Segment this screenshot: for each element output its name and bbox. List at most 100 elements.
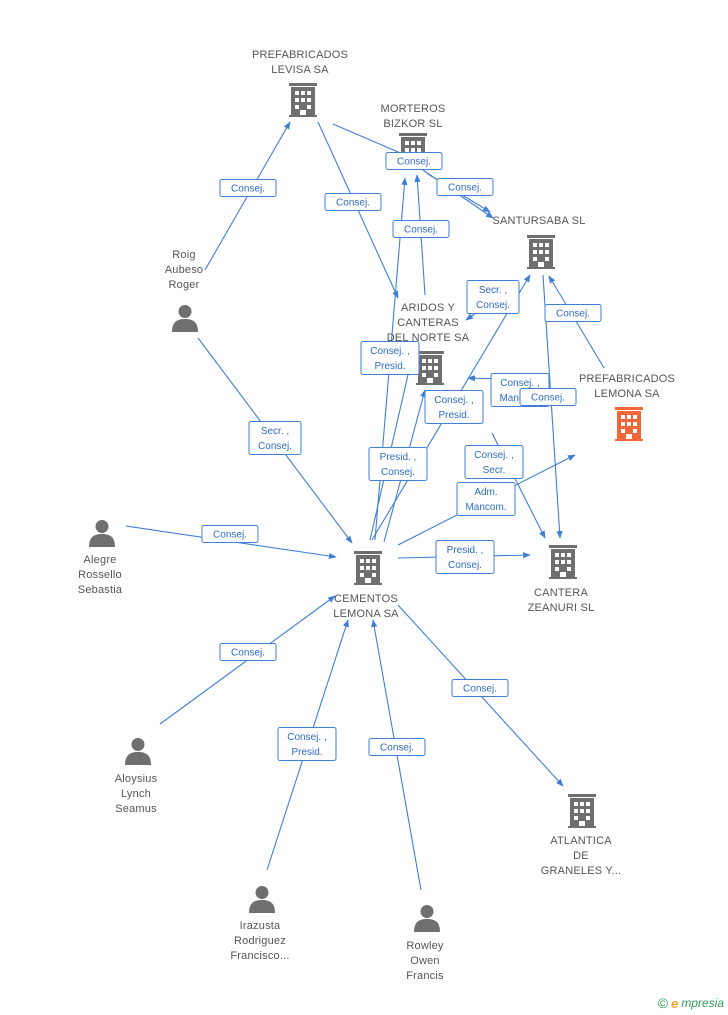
node-cementos-lemona[interactable]: CEMENTOS LEMONA SA xyxy=(333,551,399,620)
edge-label-text: Consej. xyxy=(231,184,265,195)
edge-label-text: Consej. xyxy=(258,441,292,452)
edge-label-e12[interactable]: Presid. , Consej. xyxy=(368,447,428,481)
person-icon xyxy=(125,738,151,765)
edge-label-e4[interactable]: Consej. xyxy=(436,178,494,196)
node-label-line: Aloysius xyxy=(115,773,158,785)
copyright-symbol: © xyxy=(657,995,669,1011)
edge-label-text: Presid. , xyxy=(380,452,417,463)
edge-label-e1[interactable]: Consej. xyxy=(219,179,277,197)
brand-name: mpresia xyxy=(681,996,724,1010)
edge-label-e16[interactable]: Secr. , Consej. xyxy=(466,280,520,314)
edge-label-e3[interactable]: Consej. xyxy=(385,152,443,170)
building-icon xyxy=(289,83,317,117)
node-label-line: PREFABRICADOS xyxy=(252,49,348,61)
node-irazusta[interactable]: IrazustaRodriguezFrancisco... xyxy=(230,886,289,962)
edge-label-text: Consej. xyxy=(531,393,565,404)
person-icon xyxy=(249,886,275,913)
node-label-line: Rowley xyxy=(406,940,444,952)
node-label-line: CANTERAS xyxy=(397,317,459,329)
node-label-line: Sebastia xyxy=(78,584,123,596)
edge-label-box xyxy=(519,388,577,406)
edge-label-e11[interactable]: Consej. xyxy=(544,304,602,322)
node-label-line: ATLANTICA xyxy=(550,835,612,847)
edge-label-text: Consej. , xyxy=(434,395,473,406)
edge-label-box xyxy=(324,193,382,211)
edge-label-text: Consej. xyxy=(381,467,415,478)
node-label-line: Aubeso xyxy=(165,264,204,276)
edge-label-box xyxy=(436,178,494,196)
edge-label-text: Consej. xyxy=(404,225,438,236)
node-label-line: LEMONA SA xyxy=(333,608,399,620)
person-icon xyxy=(89,520,115,547)
edge-label-text: Consej. , xyxy=(474,450,513,461)
edge-label-e13[interactable]: Consej. ,Secr. xyxy=(464,445,524,479)
edge-label-text: Mancom. xyxy=(465,502,506,513)
edge-label-e7[interactable]: Consej. xyxy=(392,220,450,238)
edge-label-text: Consej. xyxy=(476,300,510,311)
building-icon xyxy=(527,235,555,269)
edge-label-e9[interactable]: Consej. ,Presid. xyxy=(424,390,484,424)
edge-label-text: Consej. xyxy=(380,743,414,754)
edge-label-e21[interactable]: Consej. xyxy=(451,679,509,697)
edge-label-e6[interactable]: Secr. ,Consej. xyxy=(248,421,302,455)
edge-label-text: Consej. xyxy=(556,309,590,320)
edge-labels-layer: Consej. Consej. Consej. Consej. Secr. , Conse… xyxy=(201,152,602,761)
edge-label-e20[interactable]: Consej. xyxy=(368,738,426,756)
edge-label-text: Consej. xyxy=(336,198,370,209)
edge-label-text: Secr. , xyxy=(479,285,507,296)
edge-label-text: Consej. xyxy=(213,530,247,541)
edge-label-box xyxy=(385,152,443,170)
edge-label-box xyxy=(424,390,484,424)
node-label-line: Roig xyxy=(172,249,195,261)
node-label-line: Alegre xyxy=(84,554,117,566)
building-icon xyxy=(416,351,444,385)
node-label-line: PREFABRICADOS xyxy=(579,373,675,385)
node-santursaba[interactable]: SANTURSABA SL xyxy=(492,215,585,269)
edge-label-text: Presid. , xyxy=(447,545,484,556)
edge-label-box xyxy=(248,421,302,455)
person-icon xyxy=(172,305,198,332)
building-icon xyxy=(549,545,577,579)
edge-label-e19[interactable]: Consej. ,Presid. xyxy=(277,727,337,761)
person-icon xyxy=(414,905,440,932)
edge-label-box xyxy=(392,220,450,238)
building-icon xyxy=(354,551,382,585)
edge-label-box xyxy=(544,304,602,322)
node-label-line: Rodriguez xyxy=(234,935,286,947)
edge-label-e8[interactable]: Consej. ,Presid. xyxy=(360,341,420,375)
edge-label-e15[interactable]: Presid. ,Consej. xyxy=(435,540,495,574)
node-label-line: GRANELES Y... xyxy=(541,865,621,877)
edge-label-e22[interactable]: Consej. xyxy=(219,643,277,661)
node-label-line: ZEANURI SL xyxy=(528,602,595,614)
node-label-line: Rossello xyxy=(78,569,122,581)
edge-label-box xyxy=(219,179,277,197)
brand-mark: e xyxy=(671,995,679,1011)
edge-label-text: Adm. xyxy=(474,487,497,498)
edge-label-text: Consej. , xyxy=(500,378,539,389)
edge-label-e2[interactable]: Consej. xyxy=(324,193,382,211)
edge-label-e23[interactable]: Consej. xyxy=(201,525,259,543)
node-label-line: Francisco... xyxy=(230,950,289,962)
node-label-line: Lynch xyxy=(121,788,151,800)
edge-label-box xyxy=(360,341,420,375)
edge-label-e18[interactable]: Consej. xyxy=(519,388,577,406)
edge-label-e14[interactable]: Adm. Mancom. xyxy=(456,482,516,516)
node-label-line: CEMENTOS xyxy=(334,593,398,605)
node-label-line: Roger xyxy=(169,279,200,291)
node-label-line: Francis xyxy=(406,970,444,982)
edge-label-text: Consej. xyxy=(463,684,497,695)
edge-label-box xyxy=(368,447,428,481)
node-label-line: BIZKOR SL xyxy=(383,118,442,130)
